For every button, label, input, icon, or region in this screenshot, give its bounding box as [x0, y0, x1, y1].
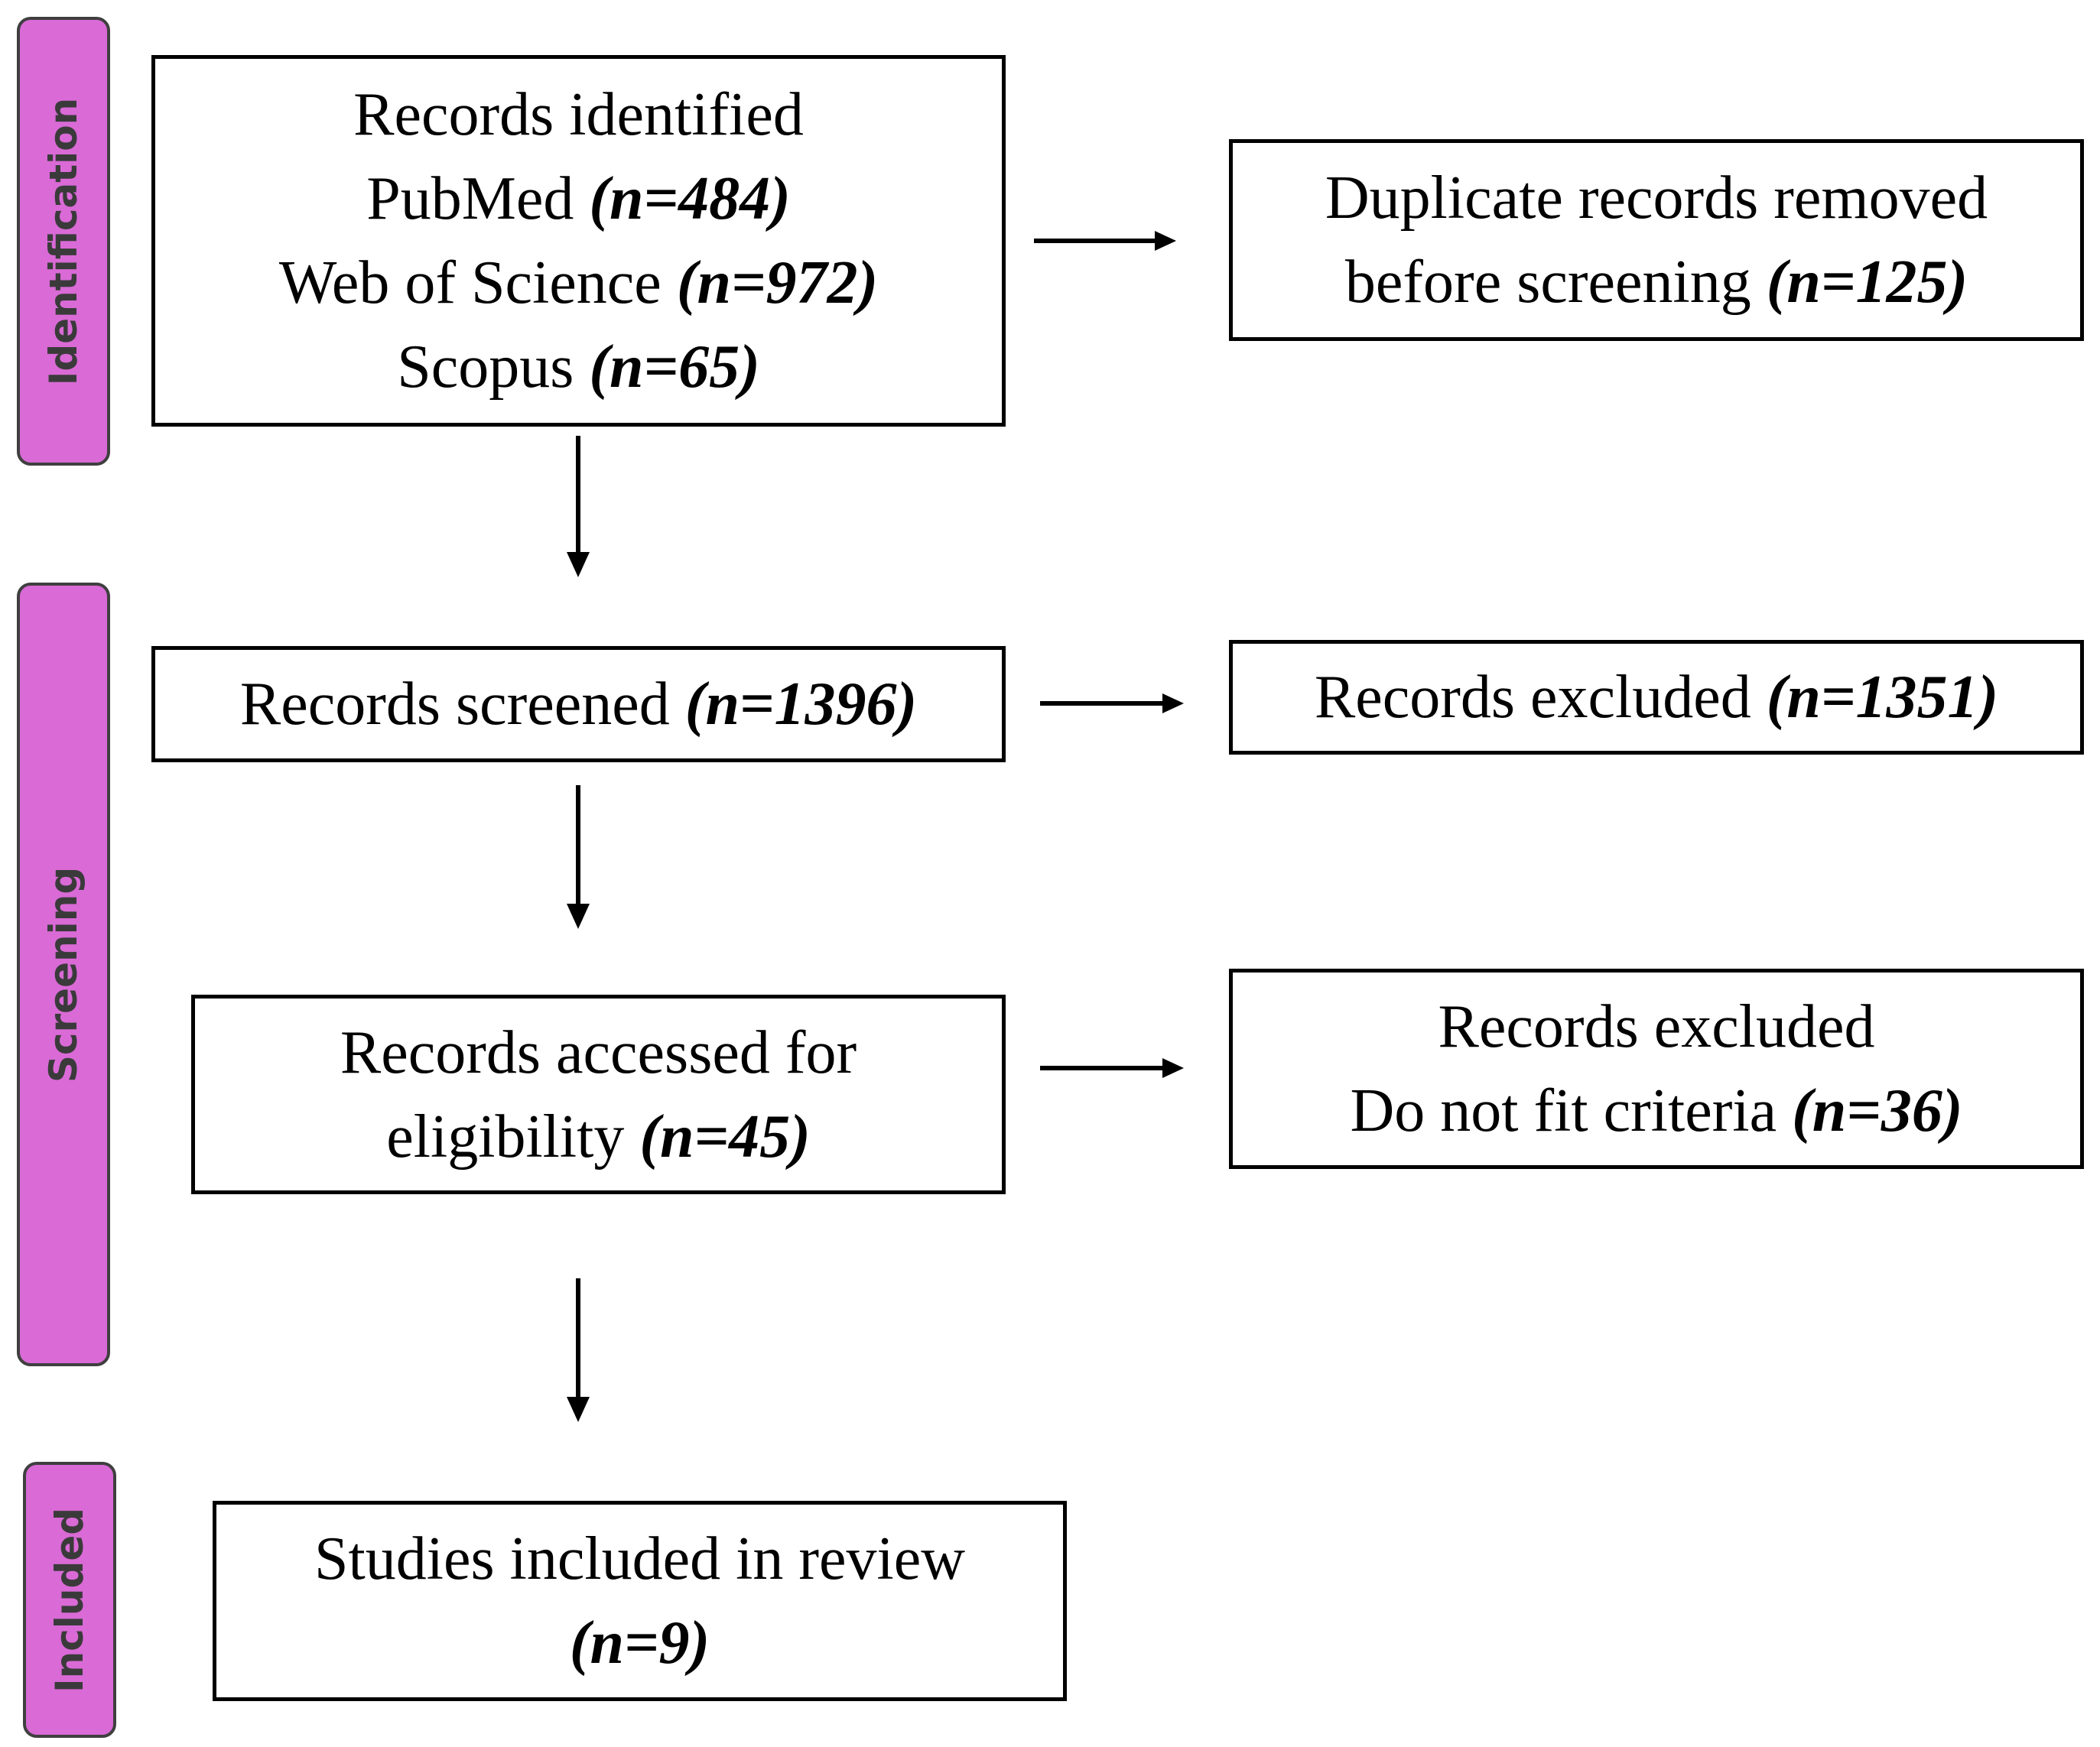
- records-screened-box: Records screened (n=1396): [151, 646, 1006, 762]
- phase-identification: Identification: [17, 17, 110, 466]
- records-screened-count: (n=1396): [684, 671, 918, 738]
- records-identified-box: Records identified PubMed (n=484) Web of…: [151, 55, 1006, 427]
- records-excluded-screening-box: Records excluded (n=1351): [1229, 640, 2084, 755]
- records-excluded-screening-count: (n=1351): [1766, 664, 1999, 731]
- source-scopus-label: Scopus: [397, 333, 590, 401]
- phase-included: Included: [23, 1462, 116, 1738]
- records-screened-label: Records screened: [239, 671, 685, 738]
- records-excluded-eligibility-line2: Do not fit criteria (n=36): [1351, 1069, 1963, 1153]
- arrow-eligibility-to-excluded: [1040, 1058, 1184, 1078]
- source-pubmed: PubMed (n=484): [366, 157, 791, 241]
- arrow-identified-to-duplicates: [1034, 231, 1176, 251]
- eligibility-box: Records accessed for eligibility (n=45): [191, 995, 1006, 1194]
- duplicates-removed-line2: before screening (n=125): [1345, 240, 1968, 324]
- duplicates-removed-label: before screening: [1344, 248, 1767, 316]
- arrow-eligibility-to-included: [567, 1278, 590, 1422]
- records-excluded-eligibility-label: Do not fit criteria: [1350, 1077, 1793, 1145]
- records-identified-title: Records identified: [353, 81, 804, 148]
- source-scopus: Scopus (n=65): [397, 325, 760, 409]
- records-excluded-eligibility-box: Records excluded Do not fit criteria (n=…: [1229, 969, 2084, 1169]
- eligibility-line1: Records accessed for: [340, 1018, 857, 1086]
- duplicates-removed-box: Duplicate records removed before screeni…: [1229, 139, 2084, 341]
- source-pubmed-count: (n=484): [589, 165, 791, 232]
- eligibility-label: eligibility: [386, 1102, 640, 1171]
- studies-included-box: Studies included in review (n=9): [213, 1501, 1067, 1701]
- studies-included-line1: Studies included in review: [314, 1525, 965, 1593]
- source-pubmed-label: PubMed: [366, 165, 590, 232]
- arrow-screened-to-eligibility: [567, 785, 590, 929]
- studies-included-count: (n=9): [569, 1609, 710, 1677]
- eligibility-count: (n=45): [639, 1102, 811, 1171]
- duplicates-removed-count: (n=125): [1766, 248, 1968, 316]
- records-excluded-screening-line: Records excluded (n=1351): [1315, 655, 1998, 739]
- phase-screening: Screening: [17, 583, 110, 1366]
- source-scopus-count: (n=65): [589, 333, 760, 401]
- records-excluded-eligibility-count: (n=36): [1792, 1077, 1963, 1145]
- duplicates-removed-line1: Duplicate records removed: [1325, 164, 1988, 232]
- source-web-of-science-label: Web of Science: [278, 249, 677, 317]
- arrow-screened-to-excluded: [1040, 693, 1184, 713]
- records-excluded-screening-label: Records excluded: [1314, 664, 1767, 731]
- source-web-of-science: Web of Science (n=972): [279, 241, 878, 325]
- records-excluded-eligibility-line1: Records excluded: [1438, 993, 1875, 1060]
- arrow-identified-to-screened: [567, 436, 590, 577]
- eligibility-line2: eligibility (n=45): [386, 1095, 810, 1179]
- records-screened-line: Records screened (n=1396): [240, 662, 917, 746]
- source-web-of-science-count: (n=972): [676, 249, 879, 317]
